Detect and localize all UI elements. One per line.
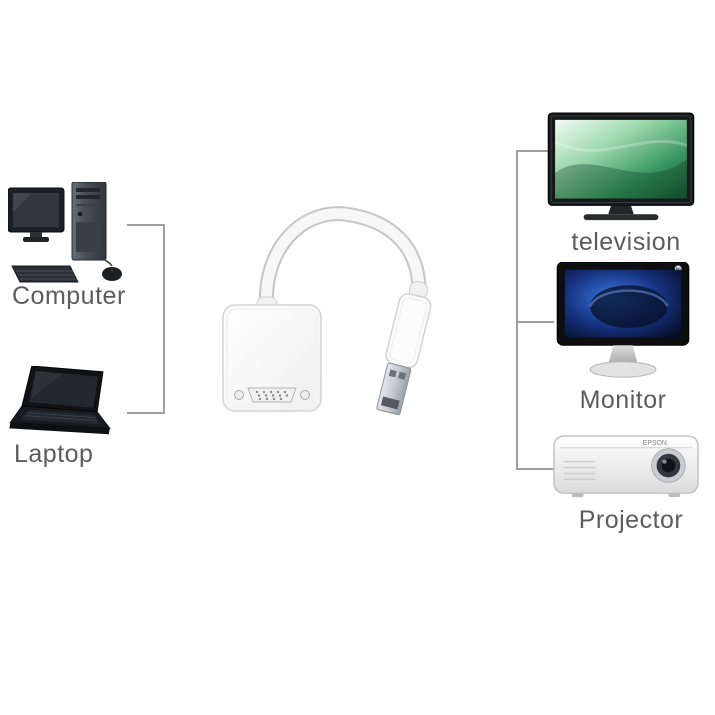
- projector-icon: EPSON: [553, 435, 699, 498]
- usb-to-vga-adapter-icon: [222, 206, 432, 416]
- projector-brand-logo: EPSON: [643, 440, 667, 447]
- desktop-computer-icon: [7, 181, 122, 283]
- television-icon: [547, 112, 695, 221]
- monitor-icon: hp: [556, 261, 690, 378]
- usb-plug: [376, 280, 432, 416]
- television-label: television: [571, 228, 681, 256]
- monitor-connector-stub: [516, 321, 554, 323]
- laptop-icon: [9, 365, 111, 435]
- monitor-label: Monitor: [579, 386, 667, 414]
- television-figure: television: [547, 112, 695, 256]
- vga-dongle-body: [222, 304, 322, 412]
- right-connector-bracket: [516, 150, 554, 470]
- vga-port: [234, 387, 310, 403]
- monitor-brand-logo: hp: [676, 267, 681, 272]
- computer-label: Computer: [12, 282, 126, 310]
- laptop-label: Laptop: [14, 440, 94, 468]
- left-connector-bracket: [127, 224, 165, 414]
- computer-figure: Computer: [7, 181, 128, 310]
- monitor-figure: hp Monitor: [555, 261, 691, 414]
- projector-label: Projector: [578, 506, 684, 534]
- laptop-figure: Laptop: [8, 365, 116, 468]
- projector-figure: EPSON Projector: [552, 428, 700, 534]
